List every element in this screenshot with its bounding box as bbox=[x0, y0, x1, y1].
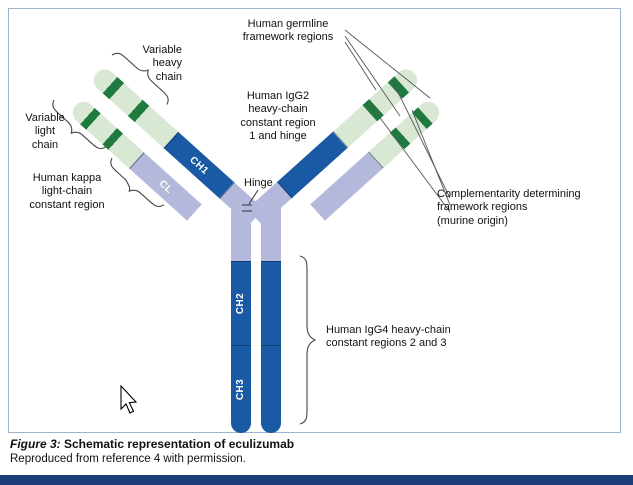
caption-note: Reproduced from reference 4 with permiss… bbox=[10, 453, 246, 465]
ch3-label: CH3 bbox=[235, 378, 247, 401]
ch2-segment-right bbox=[261, 261, 281, 345]
stem-bar-left: CH2 CH3 bbox=[231, 207, 251, 433]
label-variable-light-chain: Variable light chain bbox=[25, 112, 65, 151]
cl-label: CL bbox=[156, 177, 175, 196]
label-variable-heavy-chain: Variable heavy chain bbox=[142, 44, 182, 83]
caption-title: Schematic representation of eculizumab bbox=[60, 437, 295, 451]
stem-bar-right bbox=[261, 207, 281, 433]
figure-caption: Figure 3: Schematic representation of ec… bbox=[10, 437, 294, 451]
ch1-label: CH1 bbox=[187, 154, 211, 177]
label-hinge: Hinge bbox=[244, 177, 273, 189]
ch2-label: CH2 bbox=[235, 292, 247, 315]
ch3-segment: CH3 bbox=[231, 345, 251, 433]
bottom-accent-bar bbox=[0, 475, 633, 485]
label-kappa-constant-region: Human kappa light-chain constant region bbox=[29, 172, 105, 211]
label-igg4-constant-regions: Human IgG4 heavy-chain constant regions … bbox=[326, 324, 451, 350]
stem-hinge-left bbox=[231, 207, 251, 261]
stem-hinge-right bbox=[261, 207, 281, 261]
ch2-segment: CH2 bbox=[231, 261, 251, 345]
label-germline-framework: Human germline framework regions bbox=[242, 18, 334, 44]
label-cdr-murine: Complementarity determining framework re… bbox=[437, 188, 581, 227]
ch3-segment-right bbox=[261, 345, 281, 433]
caption-prefix: Figure 3: bbox=[10, 437, 61, 451]
label-igg2-constant-region: Human IgG2 heavy-chain constant region 1… bbox=[240, 90, 316, 143]
